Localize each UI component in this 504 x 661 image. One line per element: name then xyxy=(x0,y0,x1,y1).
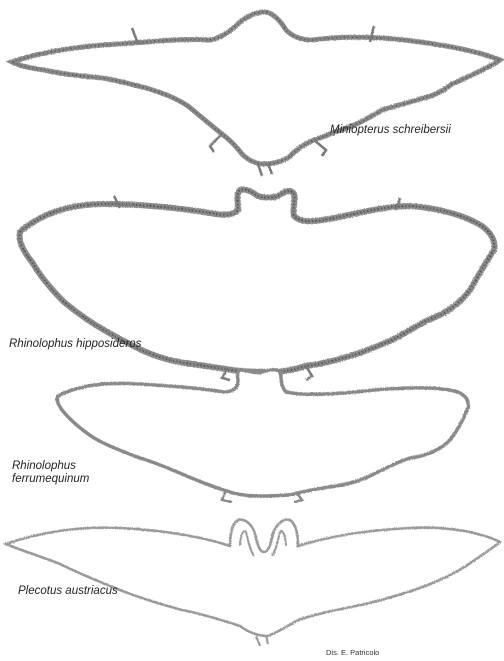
bat-outline-plecotus-austriacus xyxy=(6,520,500,646)
species-label-plecotus-austriacus: Plecotus austriacus xyxy=(18,585,118,598)
bat-outline-miniopterus xyxy=(12,12,500,176)
species-name: Miniopterus schreibersii xyxy=(330,124,451,136)
illustrator-credit: Dis. E. Patricolo xyxy=(326,648,379,657)
species-name: Rhinolophus hipposideros xyxy=(9,338,141,350)
species-label-miniopterus: Miniopterus schreibersii xyxy=(330,124,451,137)
species-name-line2: ferrumequinum xyxy=(12,473,89,486)
species-label-rhinolophus-hipposideros: Rhinolophus hipposideros xyxy=(9,338,141,351)
bat-outline-rhinolophus-ferrumequinum xyxy=(57,370,468,502)
species-label-rhinolophus-ferrumequinum: Rhinolophus ferrumequinum xyxy=(12,460,89,486)
species-name-line1: Rhinolophus xyxy=(12,460,89,473)
species-name: Plecotus austriacus xyxy=(18,585,118,597)
bat-outline-rhinolophus-hipposideros xyxy=(20,189,495,380)
